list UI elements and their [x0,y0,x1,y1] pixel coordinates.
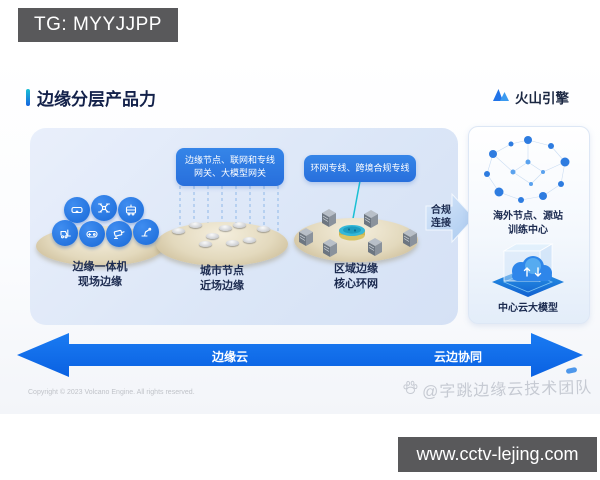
callout-ring-lines: 环网专线、跨境合规专线 [304,155,416,182]
city-node [243,237,256,243]
server-cube-icon [368,238,382,256]
logo-label: 火山引擎 [515,90,569,106]
server-cube-icon [403,229,417,247]
platform-onsite-line1: 边缘一体机 [72,261,128,273]
overseas-label: 海外节点、源站 训练中心 [468,210,588,238]
central-cloud-label: 中心云大模型 [468,302,588,316]
platform-regional-line2: 核心环网 [334,278,378,290]
camera-icon [106,221,132,247]
overseas-line2: 训练中心 [508,225,548,236]
platform-label-city: 城市节点 近场边缘 [167,264,277,294]
callout-edge-nodes-line2: 网关、大模型网关 [193,168,266,178]
volcano-engine-logo: 火山引擎 [492,86,569,107]
central-cloud-text: 中心云大模型 [498,303,558,314]
tg-banner: TG: MYYJJPP [18,8,178,42]
platform-label-onsite: 边缘一体机 现场边缘 [45,260,155,290]
overseas-network-icon [484,136,570,203]
edge-cloud-label: 边缘云 [211,350,248,364]
drone-icon [91,195,117,221]
cloud-edge-synergy-label: 云边协同 [433,350,482,364]
city-node [199,241,212,247]
callout-ring-lines-text: 环网专线、跨境合规专线 [310,163,410,173]
platform-onsite-line2: 现场边缘 [78,276,122,288]
overseas-line1: 海外节点、源站 [493,211,563,222]
callout-edge-nodes-line1: 边缘节点、联网和专线 [184,155,275,165]
city-node [206,233,219,239]
city-node [219,225,232,231]
robot-arm-icon [133,219,159,245]
mountain-icon [492,86,510,107]
city-node [189,222,202,228]
platform-city-line1: 城市节点 [200,265,244,277]
city-node [226,240,239,246]
vr-headset-icon [64,197,90,223]
watermark: @字跳边缘云技术团队 [402,374,593,403]
watermark-text: @字跳边缘云技术团队 [421,379,593,401]
platform-regional-line1: 区域边缘 [334,263,378,275]
city-node [233,222,246,228]
compliance-arrow-label: 合规 连接 [428,204,454,230]
baidu-paw-icon [402,379,420,401]
platform-city-line2: 近场边缘 [200,280,244,292]
gamepad-icon [79,221,105,247]
page-title: 边缘分层产品力 [37,90,156,109]
compliance-arrow [425,192,475,244]
central-cloud-icon [492,243,564,297]
title-accent-bar [26,89,30,106]
city-node [257,226,270,232]
bus-icon [118,197,144,223]
server-cube-icon [299,228,313,246]
ring-hub-icon [339,225,365,241]
page-header: 边缘分层产品力 [26,85,156,110]
server-cube-icon [322,209,336,227]
platform-label-regional: 区域边缘 核心环网 [301,262,411,292]
compliance-line1: 合规 [431,205,451,216]
server-cube-icon [323,239,337,257]
city-node [172,228,185,234]
copyright-text: Copyright © 2023 Volcano Engine. All rig… [28,389,195,396]
server-cube-icon [364,210,378,228]
forklift-icon [52,220,78,246]
url-banner: www.cctv-lejing.com [398,437,597,472]
bottom-double-arrow [17,333,583,377]
callout-edge-nodes: 边缘节点、联网和专线 网关、大模型网关 [176,148,284,186]
compliance-line2: 连接 [431,218,451,229]
